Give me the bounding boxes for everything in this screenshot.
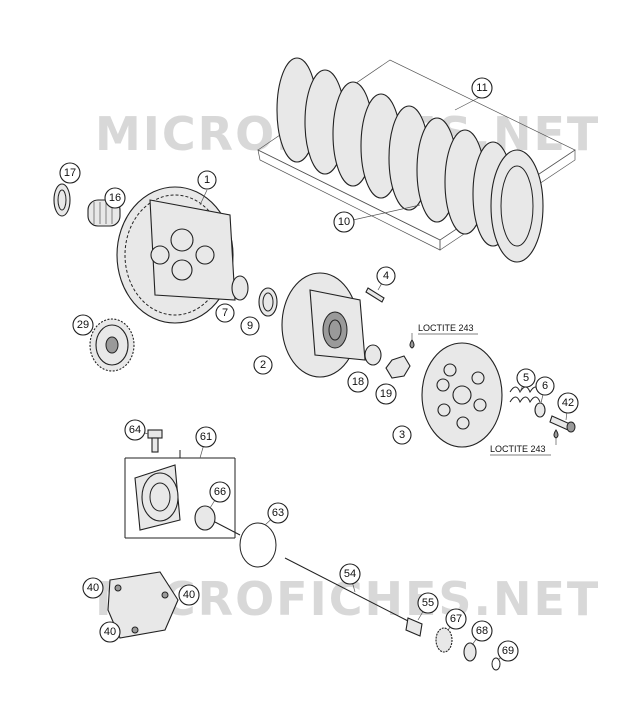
svg-text:9: 9 [247, 320, 253, 332]
part-6-washer [534, 402, 546, 418]
callout-17: 17 [59, 162, 81, 184]
callout-1: 1 [197, 170, 217, 190]
svg-text:66: 66 [214, 486, 226, 498]
part-55-pressure-piece [405, 617, 423, 637]
svg-text:54: 54 [344, 568, 356, 580]
callout-69: 69 [497, 640, 519, 662]
callout-40-bottom: 40 [99, 621, 121, 643]
part-42-bolt [549, 415, 576, 433]
part-67-thrust-bearing [435, 627, 453, 653]
svg-text:68: 68 [476, 625, 488, 637]
svg-text:7: 7 [222, 307, 228, 319]
svg-text:61: 61 [200, 431, 212, 443]
callout-42: 42 [557, 392, 579, 414]
callout-3: 3 [392, 425, 412, 445]
callout-10: 10 [333, 211, 355, 233]
part-17-thrust-washer [53, 183, 71, 217]
svg-text:64: 64 [129, 424, 141, 436]
part-64-screw [147, 429, 163, 453]
callout-11: 11 [471, 77, 493, 99]
callout-55: 55 [417, 592, 439, 614]
svg-text:5: 5 [523, 372, 529, 384]
callout-2: 2 [253, 355, 273, 375]
part-3-pressure-plate [421, 342, 503, 448]
svg-text:19: 19 [380, 388, 392, 400]
clutch-plate-stack [257, 57, 576, 263]
callout-4: 4 [376, 266, 396, 286]
svg-text:16: 16 [109, 192, 121, 204]
callout-19: 19 [375, 383, 397, 405]
part-29-gear [89, 318, 135, 372]
callout-9: 9 [240, 316, 260, 336]
part-19-nut [385, 355, 411, 379]
svg-text:40: 40 [183, 589, 195, 601]
part-1-clutch-basket [116, 186, 236, 324]
callout-63: 63 [267, 502, 289, 524]
callout-16: 16 [104, 187, 126, 209]
callout-40-right: 40 [178, 584, 200, 606]
svg-text:55: 55 [422, 597, 434, 609]
svg-text:10: 10 [338, 216, 350, 228]
part-5-spring [509, 386, 541, 404]
callout-7: 7 [215, 303, 235, 323]
part-54-push-rod [284, 557, 411, 623]
callout-5: 5 [516, 368, 536, 388]
part-9-washer [258, 287, 278, 317]
loctite-drop-icon [553, 429, 559, 439]
callout-18: 18 [347, 371, 369, 393]
loctite-label-top: LOCTITE 243 [418, 323, 474, 333]
part-18-lock-washer [364, 344, 382, 366]
svg-text:40: 40 [87, 582, 99, 594]
callout-67: 67 [445, 608, 467, 630]
callout-29: 29 [72, 314, 94, 336]
svg-text:1: 1 [204, 174, 210, 186]
svg-text:42: 42 [562, 397, 574, 409]
callout-54: 54 [339, 563, 361, 585]
svg-text:11: 11 [476, 82, 487, 94]
part-63-o-ring [239, 522, 277, 568]
part-2-inner-hub [281, 272, 366, 378]
callout-64: 64 [124, 419, 146, 441]
svg-text:2: 2 [260, 359, 266, 371]
part-68-washer [463, 642, 477, 662]
callout-61: 61 [195, 426, 217, 448]
svg-text:63: 63 [272, 507, 284, 519]
svg-text:3: 3 [399, 429, 405, 441]
part-40-cover [107, 571, 179, 639]
part-66-piston [194, 505, 241, 536]
callout-68: 68 [471, 620, 493, 642]
svg-text:67: 67 [450, 613, 462, 625]
loctite-label-bottom: LOCTITE 243 [490, 444, 546, 454]
loctite-drop-icon [409, 339, 415, 349]
svg-text:6: 6 [542, 380, 548, 392]
svg-text:4: 4 [383, 270, 389, 282]
svg-text:18: 18 [352, 376, 364, 388]
callout-40-left: 40 [82, 577, 104, 599]
part-61-clutch-slave-cylinder [124, 450, 236, 539]
svg-text:40: 40 [104, 626, 116, 638]
part-7-washer [231, 275, 249, 301]
callout-6: 6 [535, 376, 555, 396]
part-4-pin [365, 287, 385, 303]
callout-66: 66 [209, 481, 231, 503]
part-69-circlip [491, 657, 501, 671]
svg-text:17: 17 [64, 167, 76, 179]
svg-text:29: 29 [77, 319, 89, 331]
svg-text:69: 69 [502, 645, 514, 657]
